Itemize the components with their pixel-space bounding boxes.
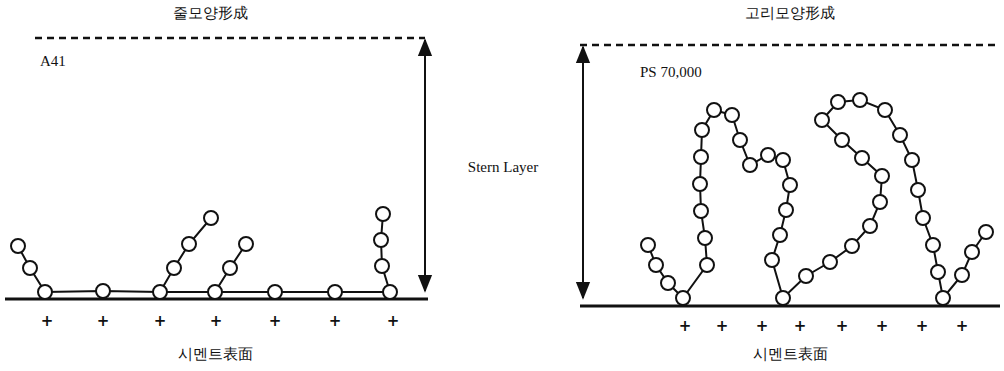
sample-name: A41: [40, 52, 66, 70]
surface-charge: +: [756, 317, 769, 335]
surface-charge: +: [836, 317, 849, 335]
cement-surface: [580, 305, 1000, 308]
surface-charge: +: [716, 317, 729, 335]
monomer-bead: [641, 93, 993, 305]
surface-charge: +: [387, 312, 400, 330]
layer-boundary: [580, 44, 1000, 47]
layer-name: Stern Layer: [468, 158, 538, 176]
surface-charge: +: [210, 312, 223, 330]
surface-label: 시멘트表面: [753, 345, 828, 363]
panel-title: 고리모양形成: [745, 4, 835, 22]
panel-title: 줄모양形成: [173, 4, 248, 22]
surface-charge: +: [956, 317, 969, 335]
surface-charge: +: [794, 317, 807, 335]
surface-charge: +: [876, 317, 889, 335]
layer-boundary: [35, 37, 425, 40]
surface-label: 시멘트表面: [178, 345, 253, 363]
surface-charge: +: [679, 317, 692, 335]
stern-arrow: [582, 47, 584, 298]
surface-charge: +: [329, 312, 342, 330]
surface-charge: +: [41, 312, 54, 330]
surface-charge: +: [269, 312, 282, 330]
surface-charge: +: [154, 312, 167, 330]
monomer-bead: [11, 207, 397, 299]
surface-charge: +: [97, 312, 110, 330]
sample-name: PS 70,000: [640, 63, 702, 81]
stern-arrow: [424, 40, 426, 291]
polymer-chain: [18, 214, 390, 292]
polymer-chain: [648, 100, 986, 298]
surface-charge: +: [916, 317, 929, 335]
